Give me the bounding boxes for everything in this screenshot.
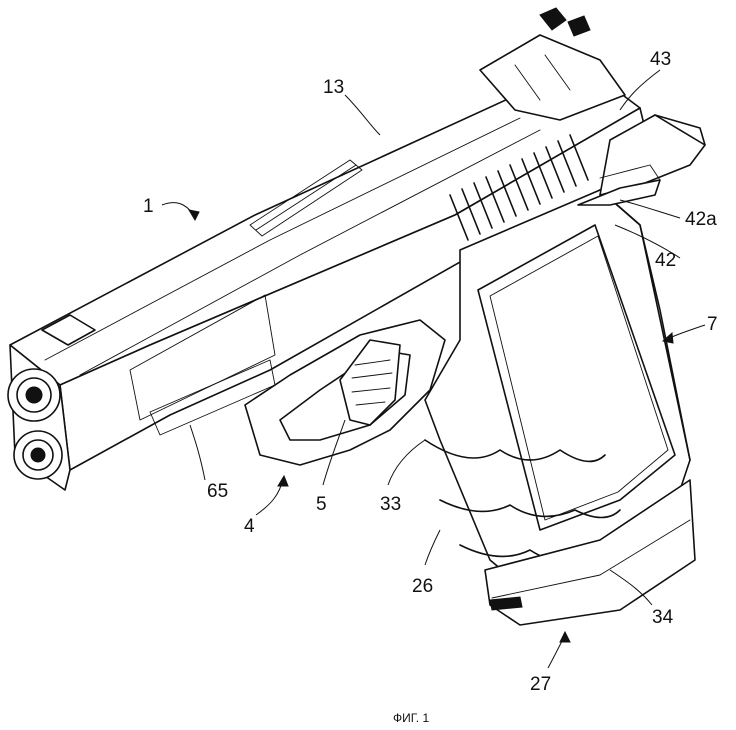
label-42a: 42a xyxy=(685,209,717,230)
figure-caption: ФИГ. 1 xyxy=(393,711,429,725)
label-5: 5 xyxy=(316,494,327,515)
label-13: 13 xyxy=(323,77,344,98)
leader-lines xyxy=(161,69,706,669)
grip-safety xyxy=(577,114,706,206)
slide-serrations xyxy=(449,134,589,241)
label-4: 4 xyxy=(244,516,255,537)
trigger xyxy=(339,339,401,426)
label-27: 27 xyxy=(530,674,551,695)
label-43: 43 xyxy=(650,49,671,70)
reference-labels: 1 13 43 42a 42 7 65 4 5 33 26 34 27 xyxy=(143,49,718,695)
frame xyxy=(244,319,493,466)
muzzle xyxy=(7,368,63,480)
label-34: 34 xyxy=(652,607,674,628)
label-7: 7 xyxy=(707,314,718,335)
label-1: 1 xyxy=(143,196,154,217)
label-42: 42 xyxy=(655,250,676,271)
grip xyxy=(424,189,696,626)
label-65: 65 xyxy=(207,481,228,502)
label-26: 26 xyxy=(412,576,433,597)
label-33: 33 xyxy=(380,494,401,515)
